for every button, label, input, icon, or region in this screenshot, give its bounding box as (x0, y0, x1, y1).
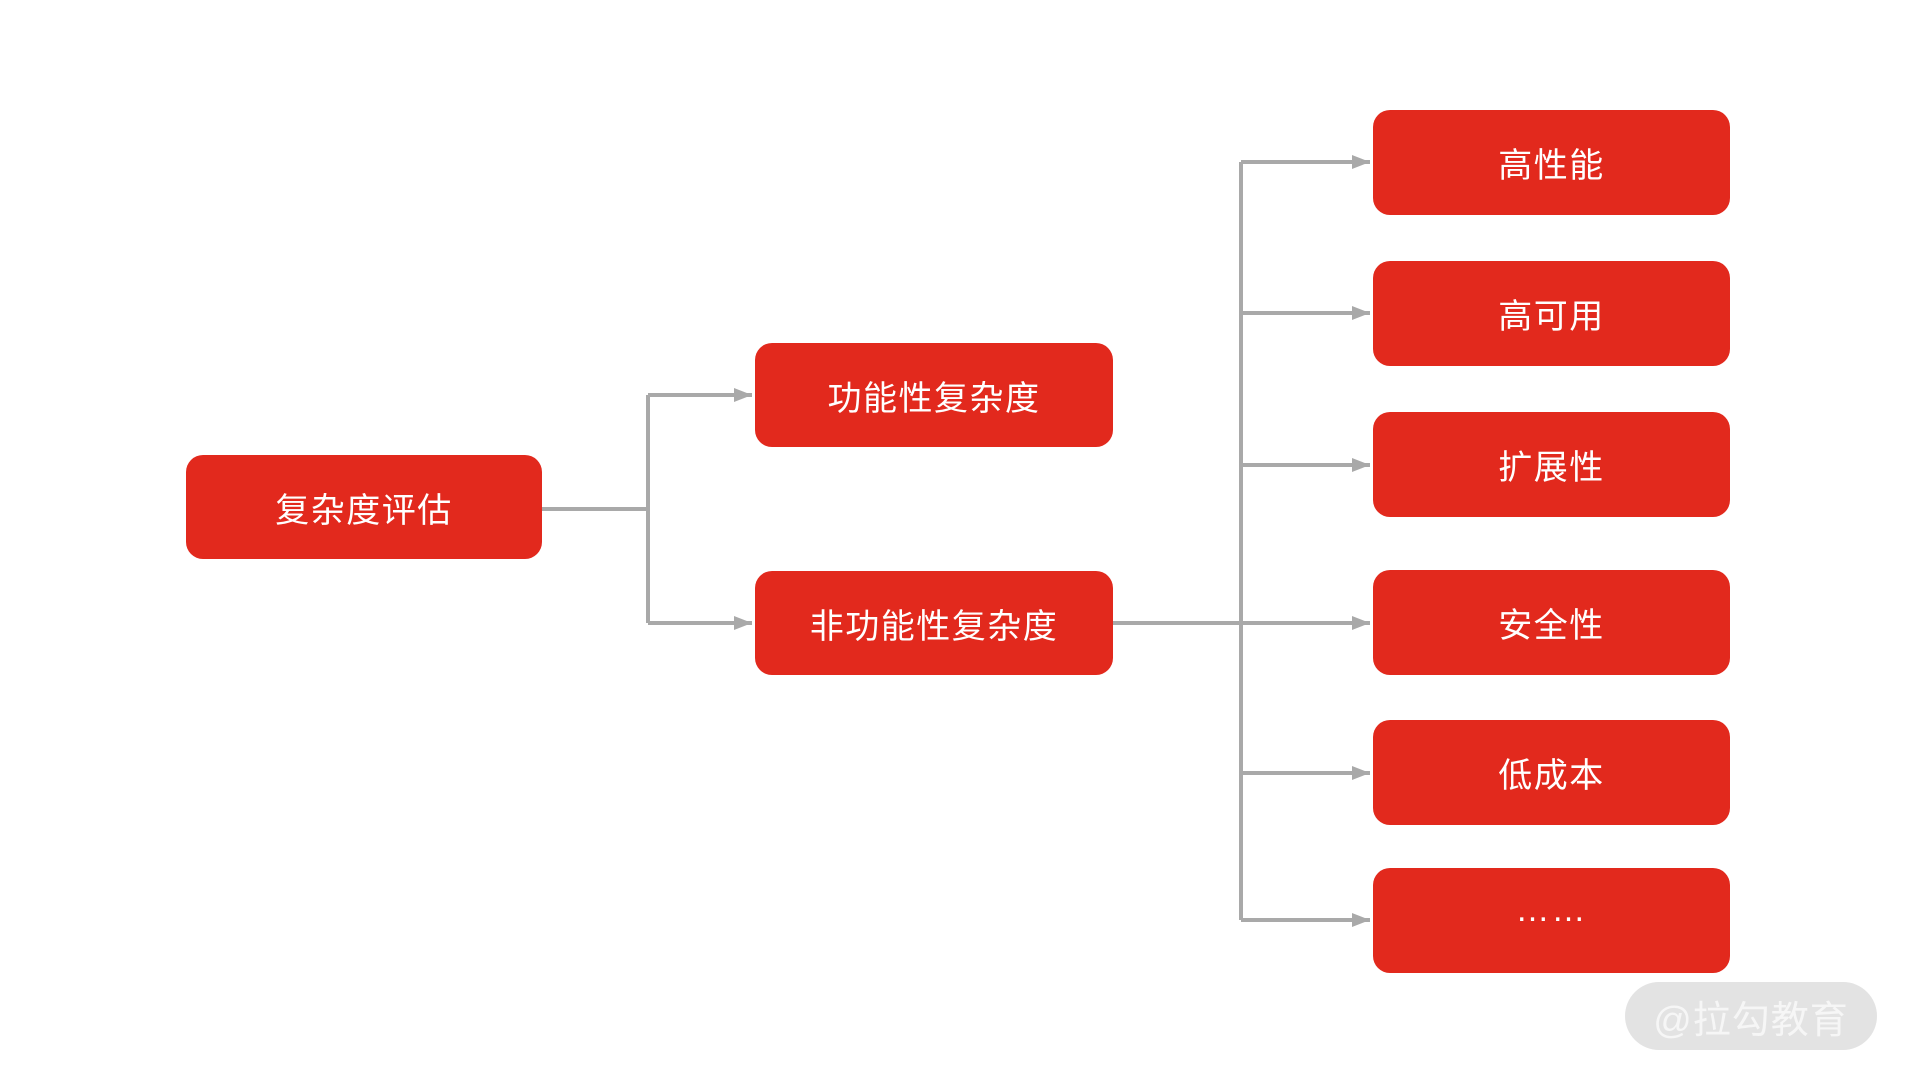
node-scalability-label: 扩展性 (1498, 449, 1605, 487)
watermark-label: @拉勾教育 (1653, 999, 1849, 1042)
node-high-availability-label: 高可用 (1498, 298, 1605, 336)
node-high-performance-label: 高性能 (1498, 147, 1605, 185)
node-security: 安全性 (1373, 570, 1730, 675)
node-complexity-evaluation-label: 复杂度评估 (275, 491, 453, 530)
node-functional-complexity-label: 功能性复杂度 (827, 379, 1041, 418)
node-security-label: 安全性 (1498, 607, 1605, 645)
node-scalability: 扩展性 (1373, 412, 1730, 517)
node-high-availability: 高可用 (1373, 261, 1730, 366)
node-ellipsis: …… (1373, 868, 1730, 973)
node-low-cost: 低成本 (1373, 720, 1730, 825)
node-complexity-evaluation: 复杂度评估 (186, 455, 542, 559)
node-functional-complexity: 功能性复杂度 (755, 343, 1113, 447)
node-non-functional-complexity: 非功能性复杂度 (755, 571, 1113, 675)
node-high-performance: 高性能 (1373, 110, 1730, 215)
node-ellipsis-label: …… (1515, 891, 1588, 929)
node-non-functional-complexity-label: 非功能性复杂度 (809, 607, 1059, 646)
watermark-badge: @拉勾教育 (1625, 982, 1877, 1050)
node-low-cost-label: 低成本 (1498, 757, 1605, 795)
